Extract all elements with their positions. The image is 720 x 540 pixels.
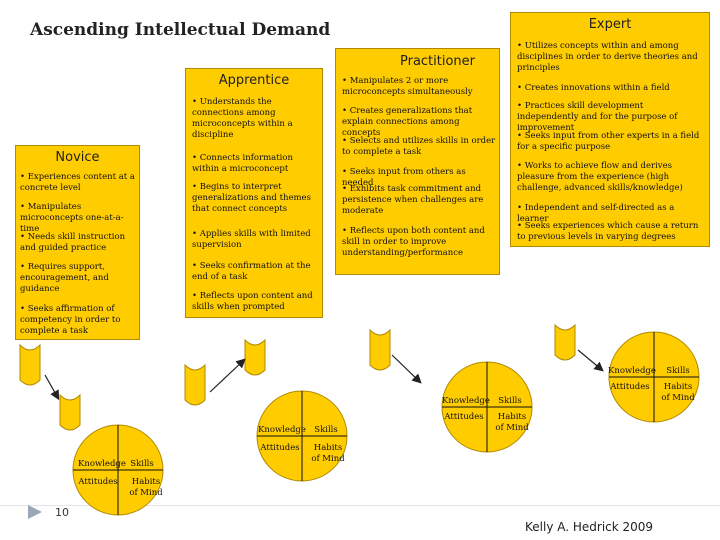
slide-title: Ascending Intellectual Demand: [30, 20, 331, 40]
novice-bullet-2: Manipulates microconcepts one-at-a-time: [20, 202, 138, 235]
novice-heading: Novice: [55, 150, 100, 165]
author-credit: Kelly A. Hedrick 2009: [525, 520, 654, 534]
apprentice-bullet-3: Begins to interpret generalizations and …: [192, 182, 320, 215]
page-marker-icon: [28, 505, 42, 519]
novice-skills-label: Skills: [130, 459, 154, 469]
expert-attitudes-label: Attitudes: [610, 382, 650, 392]
novice-habits-label: Habits of Mind: [129, 477, 163, 498]
arrow-2: [209, 358, 246, 393]
step-6: [554, 323, 576, 361]
practitioner-attitudes-label: Attitudes: [444, 412, 484, 422]
novice-bullet-1: Experiences content at a concrete level: [20, 172, 138, 194]
practitioner-habits-label: Habits of Mind: [495, 412, 529, 433]
expert-bullet-1: Utilizes concepts within and among disci…: [517, 41, 703, 74]
novice-circle-group: [72, 424, 164, 516]
practitioner-knowledge-label: Knowledge: [442, 396, 490, 406]
expert-bullet-6: Independent and self-directed as a learn…: [517, 203, 703, 225]
novice-attitudes-label: Attitudes: [78, 477, 118, 487]
apprentice-skills-label: Skills: [314, 425, 338, 435]
apprentice-bullet-6: Reflects upon content and skills when pr…: [192, 291, 320, 313]
expert-box: Expert Utilizes concepts within and amon…: [510, 12, 710, 247]
apprentice-circle-group: [256, 390, 348, 482]
practitioner-circle-group: [441, 361, 533, 453]
practitioner-skills-label: Skills: [498, 396, 522, 406]
expert-skills-label: Skills: [666, 366, 690, 376]
practitioner-bullet-3: Selects and utilizes skills in order to …: [342, 136, 496, 158]
apprentice-knowledge-label: Knowledge: [258, 425, 306, 435]
expert-bullet-4: Seeks input from other experts in a fiel…: [517, 131, 703, 153]
arrow-1: [44, 374, 60, 401]
arrow-3: [391, 354, 422, 384]
apprentice-heading: Apprentice: [218, 73, 290, 88]
step-1: [19, 343, 41, 386]
novice-bullet-5: Seeks affirmation of competency in order…: [20, 304, 138, 337]
novice-box: Novice Experiences content at a concrete…: [15, 145, 140, 340]
expert-heading: Expert: [588, 17, 632, 32]
expert-bullet-2: Creates innovations within a field: [517, 83, 703, 94]
expert-knowledge-label: Knowledge: [608, 366, 656, 376]
practitioner-bullet-1: Manipulates 2 or more microconcepts simu…: [342, 76, 496, 98]
practitioner-bullet-5: Exhibits task commitment and persistence…: [342, 184, 496, 217]
practitioner-box: Practitioner Manipulates 2 or more micro…: [335, 48, 500, 275]
expert-bullet-7: Seeks experiences which cause a return t…: [517, 221, 703, 243]
practitioner-heading: Practitioner: [399, 54, 476, 69]
practitioner-bullet-2: Creates generalizations that explain con…: [342, 106, 496, 139]
apprentice-bullet-5: Seeks confirmation at the end of a task: [192, 261, 320, 283]
expert-circle-group: [608, 331, 700, 423]
apprentice-habits-label: Habits of Mind: [311, 443, 345, 464]
page-number: 10: [55, 506, 69, 519]
step-2: [59, 393, 81, 431]
apprentice-attitudes-label: Attitudes: [260, 443, 300, 453]
novice-bullet-3: Needs skill instruction and guided pract…: [20, 232, 138, 254]
practitioner-bullet-6: Reflects upon both content and skill in …: [342, 226, 496, 259]
footer-line: [0, 505, 720, 506]
apprentice-bullet-4: Applies skills with limited supervision: [192, 229, 320, 251]
step-5: [369, 328, 391, 371]
step-4: [244, 338, 266, 376]
practitioner-bullet-4: Seeks input from others as needed: [342, 167, 496, 189]
novice-knowledge-label: Knowledge: [78, 459, 126, 469]
expert-bullet-3: Practices skill development independentl…: [517, 101, 703, 134]
novice-bullet-4: Requires support, encouragement, and gui…: [20, 262, 138, 295]
arrow-4: [577, 349, 604, 372]
apprentice-box: Apprentice Understands the connections a…: [185, 68, 323, 318]
expert-bullet-5: Works to achieve flow and derives pleasu…: [517, 161, 703, 194]
apprentice-bullet-1: Understands the connections among microc…: [192, 97, 320, 141]
apprentice-bullet-2: Connects information within a microconce…: [192, 153, 320, 175]
step-3: [184, 363, 206, 406]
expert-habits-label: Habits of Mind: [661, 382, 695, 403]
